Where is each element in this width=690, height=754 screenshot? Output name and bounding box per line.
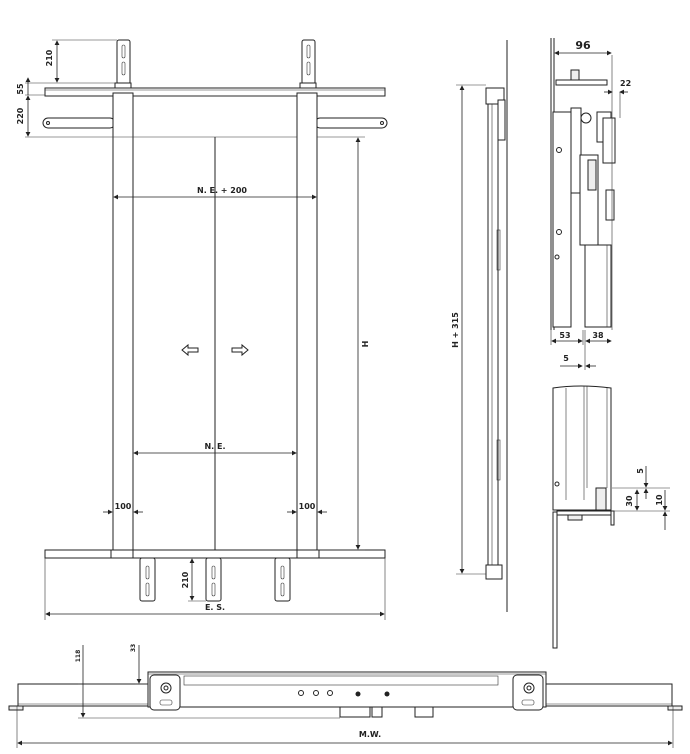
dim-section-left: 53 — [559, 331, 570, 340]
bottom-section-view: 5 30 10 — [552, 385, 670, 649]
dim-post-right: 100 — [299, 502, 316, 511]
post-right — [296, 92, 318, 556]
dim-bottom-c: 30 — [625, 495, 634, 507]
dim-bottom-bracket: 210 — [181, 571, 190, 588]
dim-height: H — [361, 341, 370, 348]
bottom-sill — [44, 549, 386, 559]
dim-height-total: H + 315 — [451, 312, 460, 348]
beam-arm-left — [42, 117, 116, 129]
side-view: H + 315 — [451, 40, 508, 612]
dim-post-left: 100 — [115, 502, 132, 511]
front-view: 210 55 220 N. E. + 200 H N. E. 100 100 2… — [16, 39, 388, 620]
dim-mw: M.W. — [359, 730, 381, 739]
plan-view: 118 33 M.W. — [8, 644, 683, 748]
dim-bottom-a: 5 — [636, 468, 645, 474]
dim-es: E. S. — [205, 603, 225, 612]
dim-plan-depth: 118 — [75, 650, 82, 663]
dim-header: 55 — [16, 83, 25, 95]
beam-arm-right — [314, 117, 388, 129]
dim-section-gap: 5 — [563, 354, 569, 363]
dim-section-right: 38 — [592, 331, 604, 340]
open-left-arrow-icon — [181, 343, 199, 357]
header-rail — [44, 87, 386, 97]
dim-beam: 220 — [16, 107, 25, 124]
dim-top-bracket: 210 — [45, 49, 54, 66]
dim-section-width: 96 — [575, 39, 591, 52]
dim-ne-plus-200: N. E. + 200 — [197, 186, 247, 195]
dim-bottom-b: 10 — [655, 494, 664, 506]
post-left — [112, 92, 134, 556]
top-bracket-right — [299, 39, 317, 94]
top-bracket-left — [114, 39, 132, 94]
open-right-arrow-icon — [231, 343, 249, 357]
bottom-brackets — [139, 557, 291, 602]
dim-plan-top: 33 — [130, 644, 137, 652]
top-section-view: 96 22 53 38 5 — [550, 38, 631, 370]
dim-section-offset: 22 — [620, 79, 631, 88]
dim-ne: N. E. — [204, 442, 225, 451]
